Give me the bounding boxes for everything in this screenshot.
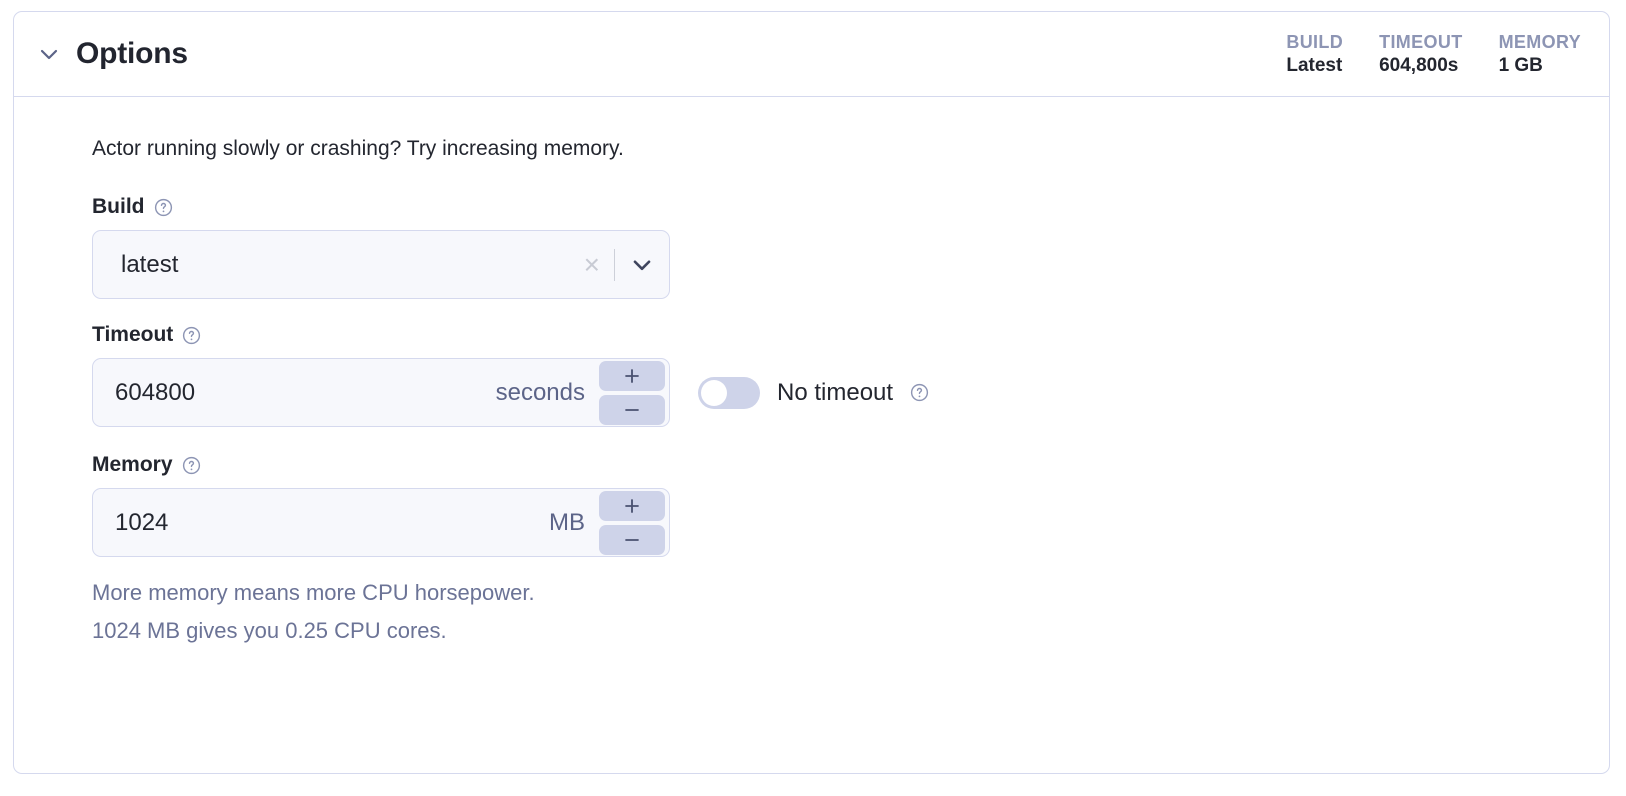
timeout-control-row: 604800 seconds <box>92 358 1609 427</box>
help-circle-icon[interactable] <box>182 456 201 475</box>
intro-text: Actor running slowly or crashing? Try in… <box>92 137 624 160</box>
stat-timeout: TIMEOUT 604,800s <box>1379 32 1462 77</box>
memory-unit: MB <box>549 508 585 536</box>
timeout-input[interactable]: 604800 seconds <box>92 358 670 427</box>
memory-hint-line-2: 1024 MB gives you 0.25 CPU cores. <box>92 617 447 643</box>
no-timeout-toggle[interactable] <box>698 376 760 409</box>
memory-stepper <box>599 490 669 555</box>
help-circle-icon[interactable] <box>182 326 201 345</box>
memory-field-label: Memory <box>92 453 1609 477</box>
memory-input[interactable]: 1024 MB <box>92 488 670 557</box>
timeout-field-label: Timeout <box>92 323 1609 347</box>
plus-icon[interactable] <box>599 360 665 391</box>
plus-icon[interactable] <box>599 490 665 521</box>
chevron-down-icon[interactable] <box>615 252 669 278</box>
header-stats: BUILD Latest TIMEOUT 604,800s MEMORY 1 G… <box>1286 32 1583 77</box>
no-timeout-label: No timeout <box>777 378 894 406</box>
stat-memory: MEMORY 1 GB <box>1499 32 1581 77</box>
timeout-unit: seconds <box>495 378 585 406</box>
memory-label-text: Memory <box>92 453 173 476</box>
timeout-label-text: Timeout <box>92 323 174 346</box>
stat-build-value: Latest <box>1286 54 1343 76</box>
options-panel: Options BUILD Latest TIMEOUT 604,800s ME… <box>13 11 1610 774</box>
panel-header-left: Options <box>36 37 188 71</box>
stat-build-label: BUILD <box>1286 31 1344 52</box>
stat-timeout-value: 604,800s <box>1379 54 1459 76</box>
options-panel-header: Options BUILD Latest TIMEOUT 604,800s ME… <box>14 12 1609 97</box>
help-circle-icon[interactable] <box>154 198 173 217</box>
help-circle-icon[interactable] <box>910 383 929 402</box>
build-field-label: Build <box>92 195 1609 219</box>
chevron-down-icon[interactable] <box>36 41 62 67</box>
timeout-stepper <box>599 360 669 425</box>
memory-input-value: 1024 <box>115 508 169 536</box>
minus-icon[interactable] <box>599 524 665 555</box>
build-label-text: Build <box>92 195 145 218</box>
stat-timeout-label: TIMEOUT <box>1379 31 1463 52</box>
close-icon[interactable]: × <box>583 248 600 280</box>
page-title: Options <box>76 37 188 70</box>
options-panel-body: Actor running slowly or crashing? Try in… <box>14 97 1609 650</box>
memory-hint: More memory means more CPU horsepower. 1… <box>92 574 1609 650</box>
memory-hint-line-1: More memory means more CPU horsepower. <box>92 580 535 605</box>
no-timeout-group: No timeout <box>698 376 929 409</box>
select-divider <box>614 248 615 281</box>
build-select-value: latest <box>121 250 179 278</box>
stat-memory-label: MEMORY <box>1498 31 1581 52</box>
minus-icon[interactable] <box>599 394 665 425</box>
timeout-input-value: 604800 <box>115 378 196 406</box>
build-select[interactable]: latest × <box>92 230 670 299</box>
toggle-knob <box>701 379 727 406</box>
stat-memory-value: 1 GB <box>1498 54 1543 76</box>
stat-build: BUILD Latest <box>1286 32 1343 77</box>
